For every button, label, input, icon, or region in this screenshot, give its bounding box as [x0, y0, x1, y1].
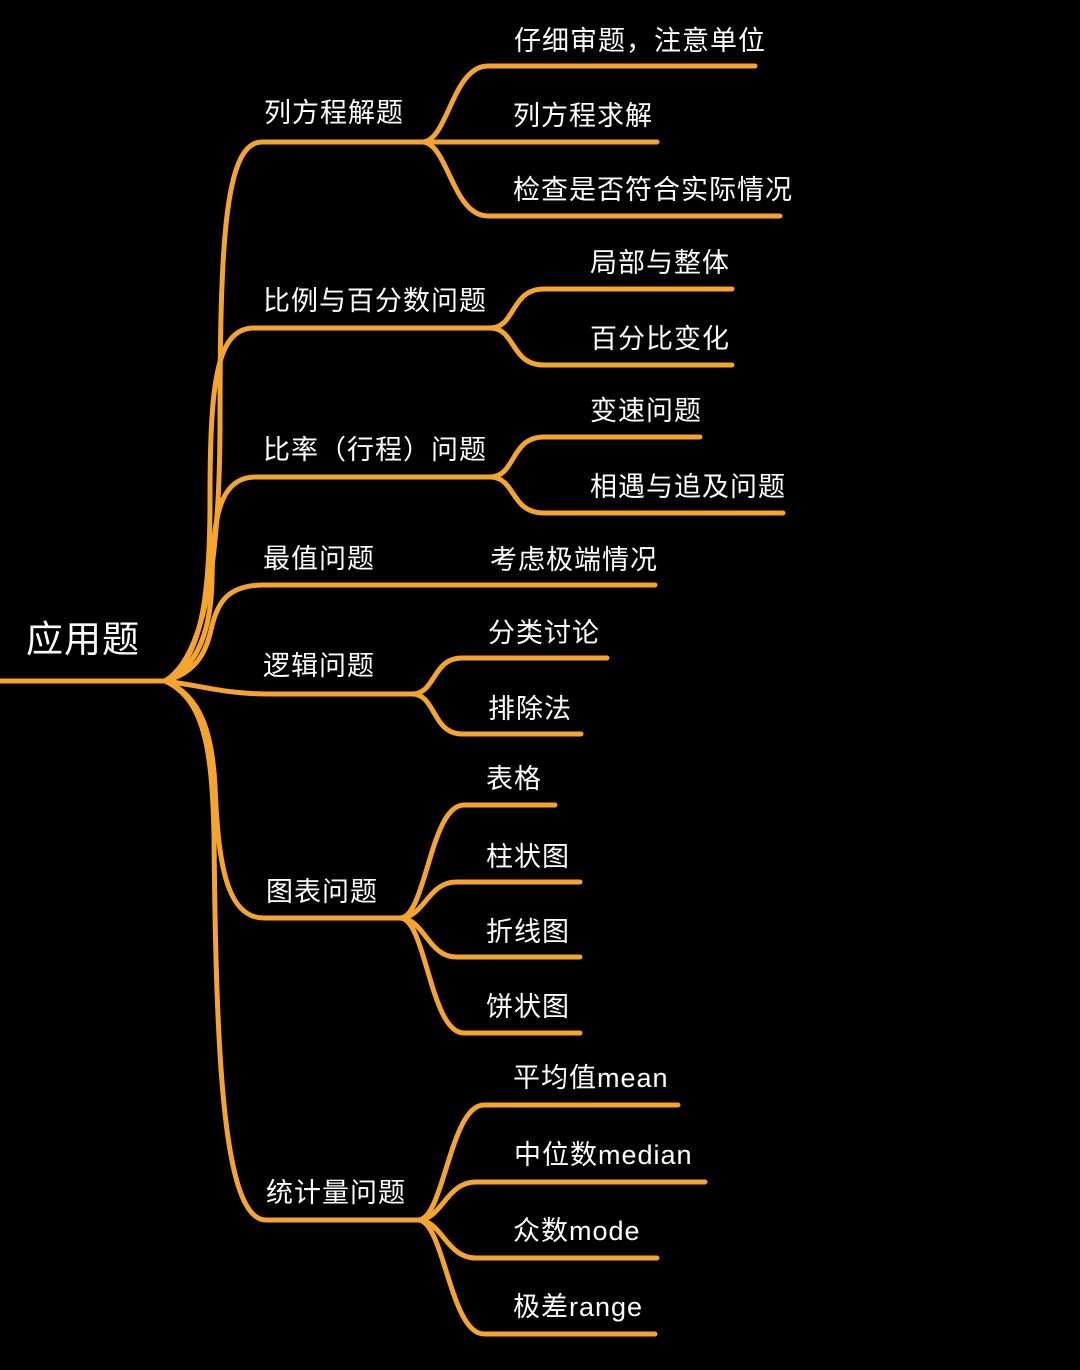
connector-branch-3-child-1	[487, 434, 703, 480]
branch-label-rate-distance[interactable]: 比率（行程）问题	[263, 435, 487, 465]
branch-label-ratio-percentage[interactable]: 比例与百分数问题	[263, 286, 487, 316]
connector-branch-7	[162, 678, 421, 1223]
child-label-solve-equation[interactable]: 列方程求解	[513, 101, 653, 131]
child-label-pie-chart[interactable]: 饼状图	[486, 992, 570, 1022]
connector-branch-7-child-4	[415, 1217, 658, 1337]
child-label-bar-chart[interactable]: 柱状图	[486, 842, 570, 872]
child-label-median[interactable]: 中位数median	[514, 1140, 693, 1170]
connector-branch-5-child-1	[409, 655, 610, 697]
connector-branch-2-child-2	[487, 325, 735, 368]
branch-label-extremum[interactable]: 最值问题	[263, 544, 375, 574]
child-label-speed-change[interactable]: 变速问题	[590, 396, 702, 426]
connector-branch-7-child-1	[415, 1102, 681, 1223]
branch-label-equations[interactable]: 列方程解题	[264, 98, 404, 128]
connector-branch-6-child-4	[397, 915, 583, 1036]
child-label-table[interactable]: 表格	[486, 764, 542, 794]
connector-branch-2-child-1	[487, 286, 735, 331]
child-label-mode[interactable]: 众数mode	[513, 1216, 641, 1246]
child-label-mean[interactable]: 平均值mean	[513, 1063, 669, 1093]
child-label-case-discussion[interactable]: 分类讨论	[488, 618, 600, 648]
connector-branch-6-child-2	[397, 879, 583, 921]
connector-branch-6-child-1	[397, 802, 558, 921]
child-label-meet-chase[interactable]: 相遇与追及问题	[590, 472, 786, 502]
branch-label-statistics[interactable]: 统计量问题	[266, 1178, 406, 1208]
child-label-percent-change[interactable]: 百分比变化	[590, 324, 730, 354]
child-label-elimination[interactable]: 排除法	[488, 694, 572, 724]
connector-branch-3-child-2	[487, 474, 786, 516]
child-label-check-reality[interactable]: 检查是否符合实际情况	[513, 175, 793, 205]
connector-branch-1-child-3	[419, 139, 783, 219]
connector-branch-2	[162, 325, 493, 684]
child-label-part-whole[interactable]: 局部与整体	[590, 248, 730, 278]
connector-branch-5-child-2	[409, 691, 584, 737]
connector-branch-7-child-2	[415, 1179, 708, 1223]
child-label-range[interactable]: 极差range	[513, 1292, 644, 1322]
child-label-extreme-cases[interactable]: 考虑极端情况	[490, 545, 658, 575]
connector-branch-3	[162, 474, 493, 684]
root-node-label[interactable]: 应用题	[26, 619, 140, 660]
child-label-line-chart[interactable]: 折线图	[486, 917, 570, 947]
child-label-read-carefully[interactable]: 仔细审题，注意单位	[514, 26, 766, 56]
branch-label-logic[interactable]: 逻辑问题	[263, 651, 375, 681]
connector-branch-5	[162, 678, 415, 697]
branch-label-charts[interactable]: 图表问题	[266, 877, 378, 907]
connector-branch-4	[162, 582, 658, 684]
connector-branch-1-child-1	[419, 63, 758, 145]
